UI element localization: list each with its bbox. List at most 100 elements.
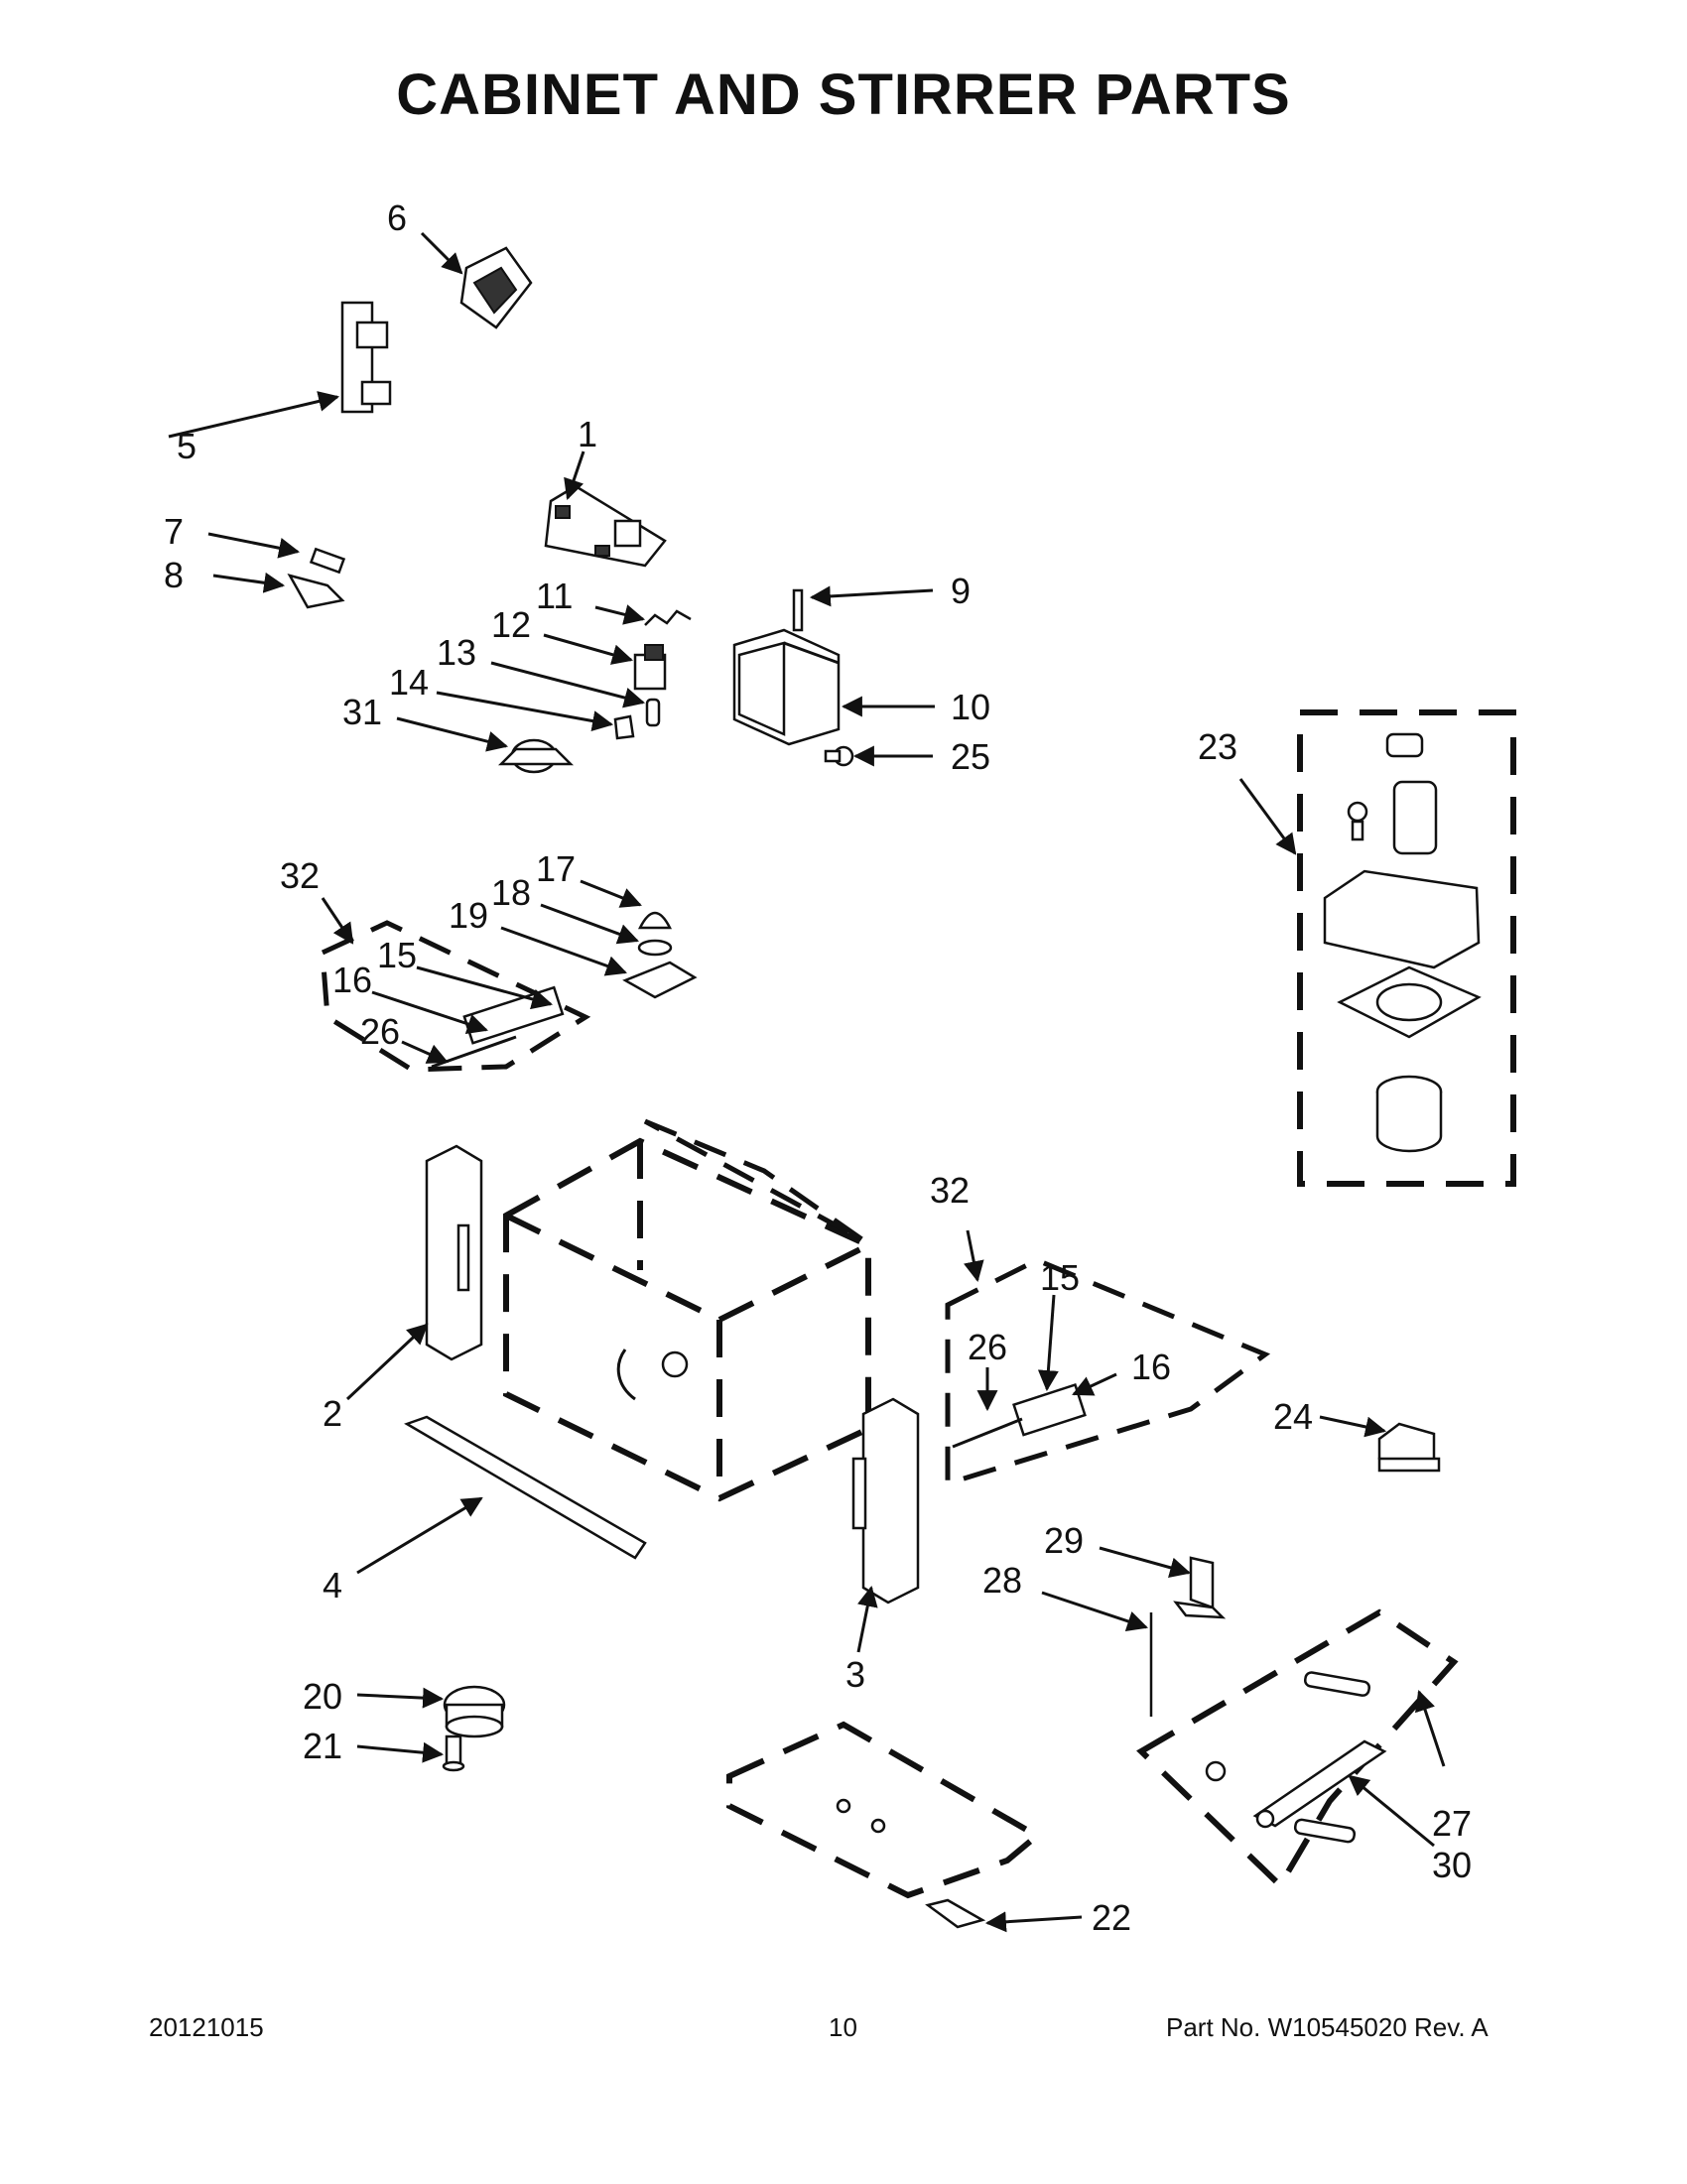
callout-2: 2 [323,1393,342,1434]
callout-6: 6 [387,197,407,238]
part-32-heater-assembly-right [945,1257,1271,1487]
callout-26a: 26 [360,1011,400,1052]
part-6-display [459,246,533,329]
part-4-vent-grille [404,1415,647,1560]
callout-19: 19 [449,895,488,936]
callout-9: 9 [951,571,971,611]
leader-24 [1319,1415,1387,1438]
leader-16b [1072,1372,1117,1396]
part-11-wire [644,609,692,626]
leader-29 [1099,1546,1192,1579]
part-10-transformer [732,588,841,746]
callout-23: 23 [1198,726,1237,767]
callout-31: 31 [342,692,382,732]
leader-8 [212,572,286,593]
leader-23 [1238,778,1297,855]
callout-32b: 32 [930,1170,970,1211]
callout-14: 14 [389,662,429,703]
part-1-electronic-board [544,484,667,568]
part-14-bracket [613,714,635,740]
callout-17: 17 [536,848,576,889]
part-24-relay [1377,1422,1441,1473]
callout-27: 27 [1432,1803,1472,1844]
callout-5: 5 [177,426,196,466]
callout-12: 12 [491,604,531,645]
leader-21 [356,1741,445,1763]
callout-11: 11 [536,576,573,616]
leader-18 [540,903,639,945]
leader-20 [356,1687,445,1709]
main-cabinet [503,1118,871,1502]
part-5-control-board [340,301,392,414]
leader-27 [1415,1690,1446,1767]
leader-32a [321,897,354,945]
callout-4: 4 [323,1565,342,1606]
callout-25: 25 [951,736,990,777]
callout-30: 30 [1432,1845,1472,1885]
leader-4 [356,1496,483,1575]
leader-11 [594,604,646,625]
part-7-fuse [309,547,346,575]
leader-6 [420,231,463,275]
leader-32b [963,1229,984,1283]
leader-2 [345,1323,429,1401]
callout-8: 8 [164,555,184,595]
part-18-washer [637,939,673,957]
part-13-actuator [645,698,661,727]
part-12-switch [633,644,667,691]
callout-16b: 16 [1131,1347,1171,1387]
callout-24: 24 [1273,1396,1313,1437]
footer-date-code: 20121015 [149,2012,264,2042]
leader-1 [564,450,585,500]
callout-32a: 32 [280,855,320,896]
callout-18: 18 [491,872,531,913]
part-21-screw [442,1734,465,1772]
part-27-drive-assembly [1136,1608,1459,1890]
part-3-right-panel [851,1397,920,1605]
part-8-fuse-holder [287,574,345,609]
footer-part-number: Part No. W10545020 Rev. A [1166,2012,1489,2042]
leader-15b [1037,1294,1059,1392]
leader-30 [1348,1774,1435,1848]
callout-15a: 15 [377,935,417,975]
leader-13 [490,661,646,708]
part-20-motor [443,1685,506,1738]
part-29-bracket [1173,1556,1227,1619]
callout-15b: 15 [1040,1257,1080,1298]
part-2-left-panel [425,1144,483,1361]
leader-28 [1041,1591,1148,1631]
callout-20: 20 [303,1676,342,1717]
part-31-thermostat [497,738,575,774]
leader-26a [401,1040,449,1064]
part-30-belt [1252,1739,1387,1829]
leader-5 [168,391,340,439]
leader-31 [396,716,509,752]
callout-10: 10 [951,687,990,727]
leader-7 [207,532,301,559]
leader-9 [809,585,934,607]
part-23-stirrer-assembly [1297,709,1516,1187]
leader-16a [371,990,488,1035]
callout-7: 7 [164,511,184,552]
part-17-knob [637,911,673,930]
leader-22 [984,1911,1083,1933]
callout-3: 3 [845,1654,865,1695]
bottom-plate [726,1721,1043,1899]
page-title: CABINET AND STIRRER PARTS [396,63,1291,127]
footer-page-number: 10 [829,2012,857,2042]
callout-13: 13 [437,632,476,673]
leader-12 [543,633,634,665]
part-22-foot [925,1898,986,1929]
leader-17 [580,879,642,908]
callout-22: 22 [1092,1897,1131,1938]
callout-29: 29 [1044,1520,1084,1561]
leader-3 [856,1585,878,1653]
callout-1: 1 [578,414,597,454]
leader-14 [436,691,614,731]
callout-21: 21 [303,1726,342,1766]
leader-19 [500,926,627,976]
leader-15a [416,965,554,1010]
callout-28: 28 [982,1560,1022,1601]
callout-26b: 26 [968,1327,1007,1367]
